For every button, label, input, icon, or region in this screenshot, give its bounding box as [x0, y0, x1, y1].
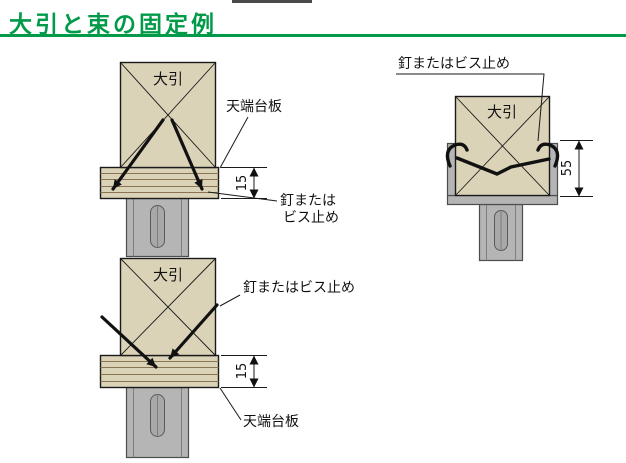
dimension-15: 15	[221, 355, 267, 388]
dimension-value: 55	[560, 160, 575, 177]
diagram-bottom-left: 大引 釘またはビス止め 15 天端台板	[99, 257, 355, 459]
screw-label-leader	[396, 73, 545, 142]
fastener-clip-right	[536, 142, 560, 168]
plate-label: 天端台板	[226, 99, 282, 115]
diagram-top-right: 大引 釘またはビス止め 55	[396, 55, 593, 262]
diagram-top-left: 大引 天端台板 15 釘または ビス止め	[99, 61, 339, 258]
screw-label-leader	[219, 294, 241, 307]
screw-label: 釘またはビス止め	[243, 279, 355, 296]
fastener-clip-left	[445, 142, 469, 168]
screw-left	[100, 315, 158, 369]
screw-label-leader	[207, 191, 278, 202]
beam-label: 大引	[153, 266, 183, 284]
beam-label: 大引	[487, 103, 517, 121]
beam-cross-line	[120, 258, 216, 356]
top-edge-artifact	[232, 0, 312, 3]
screw-right	[170, 118, 204, 191]
plywood-lines	[100, 361, 219, 382]
screw-right	[168, 303, 219, 360]
screw-left	[111, 118, 165, 191]
bracket-base	[446, 194, 559, 206]
title-underline	[0, 34, 626, 37]
plate-label-leader	[219, 387, 242, 421]
top-plate	[99, 354, 220, 389]
fastener-strap	[455, 156, 551, 176]
plate-label-leader	[219, 116, 249, 169]
dimension-value: 15	[235, 363, 250, 380]
beam-cross-line	[455, 96, 550, 196]
screw-label: 釘またはビス止め	[398, 55, 510, 72]
screw-label-line2: ビス止め	[283, 210, 339, 226]
dimension-55: 55	[560, 140, 593, 197]
screw-label-line1: 釘または	[280, 192, 336, 209]
dimension-15: 15	[221, 167, 267, 199]
page-title: 大引と束の固定例	[9, 12, 217, 38]
plate-label: 天端台板	[243, 414, 299, 430]
dimension-value: 15	[235, 175, 250, 192]
beam-cross-line	[120, 62, 216, 168]
beam-label: 大引	[153, 70, 183, 88]
